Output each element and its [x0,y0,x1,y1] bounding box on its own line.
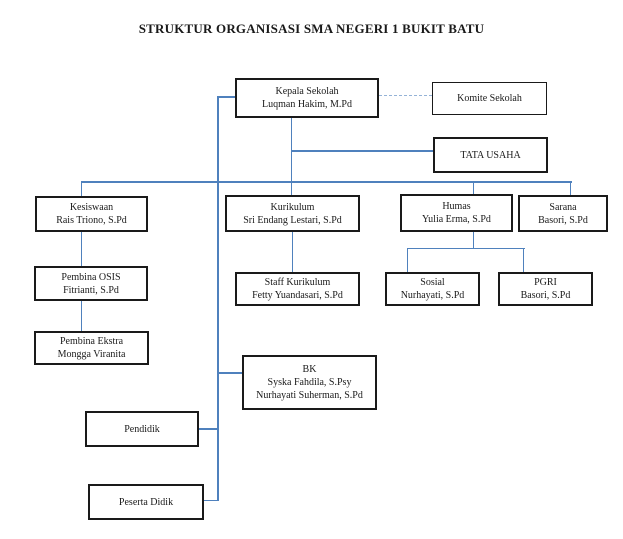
org-box-kesiswaan: Kesiswaan Rais Triono, S.Pd [35,196,148,232]
org-box-kurikulum: Kurikulum Sri Endang Lestari, S.Pd [225,195,360,232]
person-name: Syska Fahdila, S.Psy [267,377,352,388]
person-name: Basori, S.Pd [520,290,571,301]
connector-kepala-left [217,96,236,98]
person-name: Mongga Viranita [57,349,126,360]
connector-stub-sarana [569,181,571,196]
page-title: STRUKTUR ORGANISASI SMA NEGERI 1 BUKIT B… [138,21,485,36]
connector-osis-ekstra [80,300,82,332]
connector-tata-usaha [290,150,434,152]
person-name: Fetty Yuandasari, S.Pd [252,290,343,301]
connector-pendidik [199,428,218,430]
role-label: TATA USAHA [460,149,521,161]
org-box-kepala-sekolah: Kepala Sekolah Luqman Hakim, M.Pd [235,78,379,118]
org-box-pgri: PGRI Basori, S.Pd [498,272,593,306]
role-label: Kepala Sekolah [275,86,339,97]
role-label: Komite Sekolah [457,93,522,104]
role-label: Peserta Didik [118,496,174,508]
org-box-peserta-didik: Peserta Didik [88,484,204,520]
org-box-humas: Humas Yulia Erma, S.Pd [400,194,513,232]
role-label: Sosial [420,277,445,288]
role-label: Kurikulum [270,201,315,213]
connector-subdistribution [406,247,525,249]
person-name: Sri Endang Lestari, S.Pd [243,214,342,226]
org-box-sosial: Sosial Nurhayati, S.Pd [385,272,480,306]
person-name: Yulia Erma, S.Pd [422,214,491,225]
connector-kurikulum-staff [291,231,293,273]
connector-stub-kesiswaan [80,181,82,197]
person-name-2: Nurhayati Suherman, S.Pd [256,390,363,401]
role-label: Pendidik [124,423,160,435]
role-label: Pembina Ekstra [59,336,124,347]
role-label: Staff Kurikulum [264,277,331,288]
org-box-tata-usaha: TATA USAHA [433,137,548,173]
connector-bk [217,372,243,374]
role-label: Humas [442,201,471,212]
connector-peserta-didik [203,499,218,501]
role-label: PGRI [534,277,557,288]
connector-humas-subdist [472,231,474,249]
person-name: Basori, S.Pd [538,214,588,226]
org-box-sarana: Sarana Basori, S.Pd [518,195,608,232]
org-box-pembina-ekstra: Pembina Ekstra Mongga Viranita [34,331,149,365]
connector-trunk-center [290,117,292,195]
org-box-pembina-osis: Pembina OSIS Fitrianti, S.Pd [34,266,148,301]
org-box-pendidik: Pendidik [85,411,199,447]
connector-stub-sosial [406,247,408,273]
person-name: Fitrianti, S.Pd [63,284,119,296]
person-name: Nurhayati, S.Pd [400,290,465,301]
org-box-komite-sekolah: Komite Sekolah [432,82,547,115]
role-label: BK [302,364,317,375]
connector-distribution [80,181,572,183]
person-name: Luqman Hakim, M.Pd [262,99,352,110]
role-label: Sarana [549,201,577,213]
person-name: Rais Triono, S.Pd [56,215,127,226]
role-label: Pembina OSIS [61,271,121,283]
role-label: Kesiswaan [69,202,114,213]
connector-trunk-left [217,96,219,501]
org-box-bk: BK Syska Fahdila, S.Psy Nurhayati Suherm… [242,355,377,410]
connector-kesiswaan-osis [80,231,82,267]
connector-stub-humas [472,181,474,195]
connector-komite-dashed [379,95,432,96]
connector-stub-pgri [522,247,524,273]
org-box-staff-kurikulum: Staff Kurikulum Fetty Yuandasari, S.Pd [235,272,360,306]
